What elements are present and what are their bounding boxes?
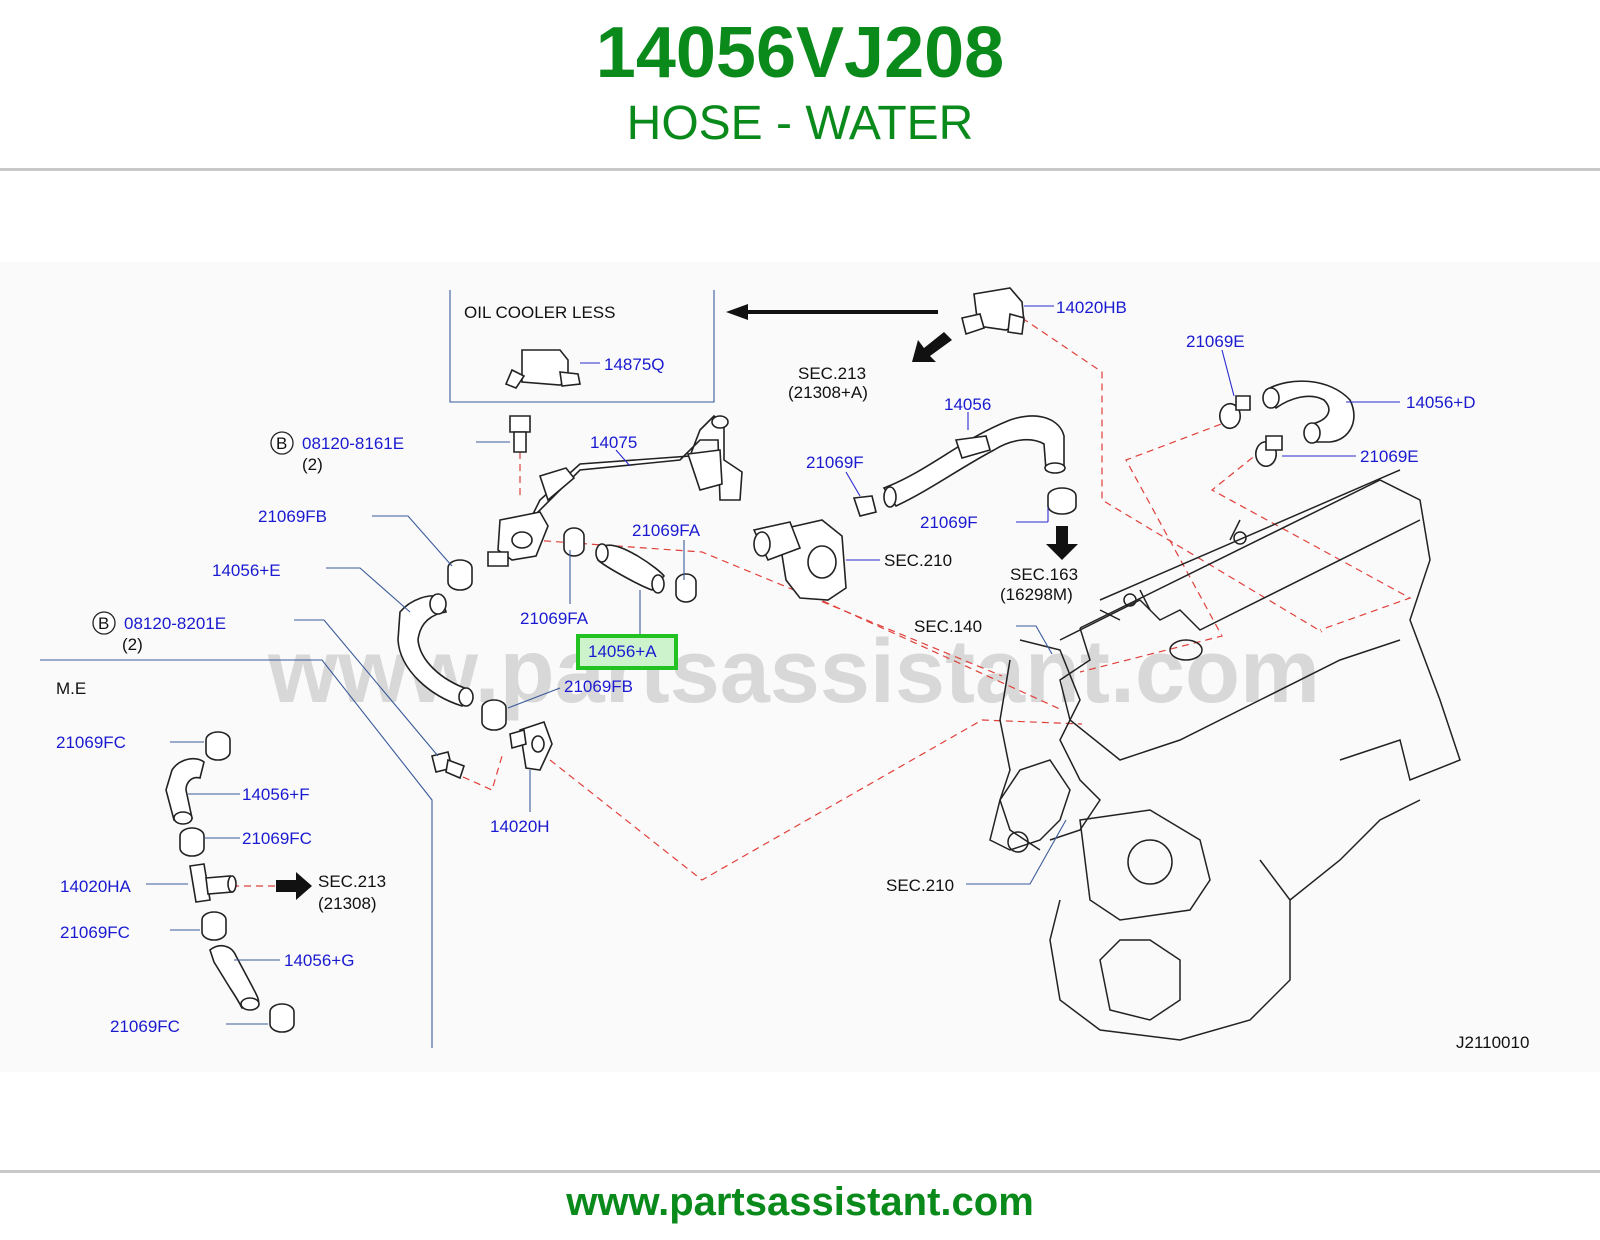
label-sec163-1: SEC.163 [1010,565,1078,584]
arrow-right-icon [276,872,312,900]
hose-14056E [326,567,474,707]
label-21069FC-d[interactable]: 21069FC [110,1017,180,1036]
label-14056G[interactable]: 14056+G [284,951,354,970]
diagram-labels: 14020HB 21069E 14875Q 14056+D 21069E SEC… [56,298,1529,1052]
label-sec140: SEC.140 [914,617,982,636]
watermark-text: www.partsassistant.com [267,622,1320,722]
pipe-14075 [487,414,743,567]
label-08120-8201E[interactable]: 08120-8201E [124,614,226,633]
label-21069FC-b[interactable]: 21069FC [242,829,312,848]
label-21069E-right[interactable]: 21069E [1360,447,1419,466]
clamp-21069E-top [1219,349,1251,430]
svg-text:B: B [98,614,109,633]
label-21069F-a[interactable]: 21069F [806,453,864,472]
label-sec213-a-2: (21308+A) [788,383,868,402]
arrow-left-icon [726,304,938,320]
label-14875Q[interactable]: 14875Q [604,355,665,374]
hose-14056 [882,412,1066,508]
clamp-21069FB-b [481,687,561,731]
clamp-21069FA-a [675,540,697,603]
connector-14020H [509,720,553,812]
page-header: 14056VJ208 HOSE - WATER [0,0,1600,170]
label-14056A[interactable]: 14056+A [588,642,657,661]
label-08120-8201E-qty: (2) [122,635,143,654]
connector-14020HA [146,863,237,903]
part-highlight-box[interactable] [576,634,678,670]
label-drawing-number: J2110010 [1456,1033,1529,1052]
label-21069FA-a[interactable]: 21069FA [632,521,701,540]
oil-cooler-less-box: OIL COOLER LESS [449,290,715,403]
engine-leaders [966,625,1067,885]
bolt-08120-8161E [476,415,531,453]
label-14020HB[interactable]: 14020HB [1056,298,1127,317]
clamp-21069FC-a [170,731,231,761]
bolt-08120-8201E [294,619,466,780]
label-14056E[interactable]: 14056+E [212,561,281,580]
oil-cooler-less-label: OIL COOLER LESS [464,303,615,322]
label-21069FA-b[interactable]: 21069FA [520,609,589,628]
clamp-21069FC-d [226,1003,295,1033]
arrow-down-icon [1046,526,1078,560]
label-sec213-a-1: SEC.213 [798,364,866,383]
label-21069FB-b[interactable]: 21069FB [564,677,633,696]
me-variant-frame [40,659,433,1048]
clamp-21069FB-a [372,515,473,591]
footer-url[interactable]: www.partsassistant.com [566,1180,1034,1224]
arrow-down-left-icon [912,332,952,362]
label-21069E-top[interactable]: 21069E [1186,332,1245,351]
label-14075[interactable]: 14075 [590,433,637,452]
b-marker-2: B [92,611,116,635]
hose-14056D [1262,380,1400,444]
clamp-21069FC-b [179,827,240,857]
callout-lines [232,317,1412,887]
label-sec213-b-2: (21308) [318,894,377,913]
connector-14020HB [961,287,1054,336]
clamp-21069F-a [845,471,877,517]
clamp-21069F-b [1016,487,1077,523]
clamp-21069FA-b [563,527,585,604]
label-14020H[interactable]: 14020H [490,817,550,836]
label-14020HA[interactable]: 14020HA [60,877,132,896]
label-sec163-2: (16298M) [1000,585,1073,604]
hose-14056F [165,757,240,825]
clamp-21069E-right [1255,435,1356,468]
label-21069F-b[interactable]: 21069F [920,513,978,532]
label-sec210-b: SEC.210 [886,876,954,895]
hose-14056A [595,543,666,640]
label-21069FB-a[interactable]: 21069FB [258,507,327,526]
label-sec213-b-1: SEC.213 [318,872,386,891]
outlet-flange-sec210 [752,519,880,601]
label-14056[interactable]: 14056 [944,395,991,414]
part-description: HOSE - WATER [626,97,974,150]
clamp-21069FC-c [170,911,227,941]
hose-14056G [209,944,280,1011]
label-14056D[interactable]: 14056+D [1406,393,1475,412]
header-divider [0,168,1600,171]
label-21069FC-a[interactable]: 21069FC [56,733,126,752]
label-08120-8161E-qty: (2) [302,455,323,474]
engine-block-drawing [989,469,1461,1041]
b-marker-1: B [270,431,294,455]
label-21069FC-c[interactable]: 21069FC [60,923,130,942]
label-14056F[interactable]: 14056+F [242,785,310,804]
part-number-title: 14056VJ208 [595,13,1005,93]
label-me: M.E [56,679,86,698]
footer-divider [0,1170,1600,1173]
label-sec210-a: SEC.210 [884,551,952,570]
label-08120-8161E[interactable]: 08120-8161E [302,434,404,453]
svg-text:B: B [276,434,287,453]
